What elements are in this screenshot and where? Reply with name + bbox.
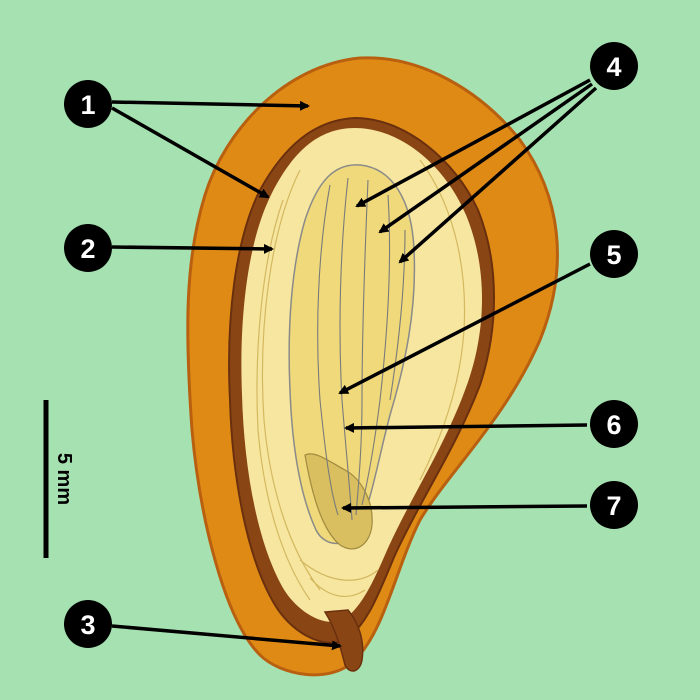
arrow-6 [344,422,588,433]
svg-text:5: 5 [606,240,621,270]
callout-4: 4 [590,42,638,90]
svg-text:2: 2 [80,234,95,264]
arrow-4a [355,78,591,208]
callout-3: 3 [64,600,112,648]
arrow-1b [111,106,270,199]
arrow-1a [111,100,310,111]
radicle [304,453,373,550]
svg-text:4: 4 [606,52,621,82]
svg-text:7: 7 [606,491,621,521]
callout-7: 7 [590,481,638,529]
pointer-arrows [111,78,598,651]
callout-6: 6 [590,400,638,448]
callout-5: 5 [590,230,638,278]
arrow-2 [111,243,274,254]
svg-text:3: 3 [80,610,95,640]
callout-2: 2 [64,224,112,272]
arrow-4c [398,86,598,264]
svg-text:1: 1 [80,90,95,120]
hilum [323,609,364,672]
callout-1: 1 [64,80,112,128]
scale-bar-label: 5 mm [53,453,75,505]
arrow-5 [338,262,591,395]
arrow-7 [341,502,588,513]
arrow-4b [378,82,594,234]
arrow-3 [111,624,342,651]
svg-text:6: 6 [606,410,621,440]
